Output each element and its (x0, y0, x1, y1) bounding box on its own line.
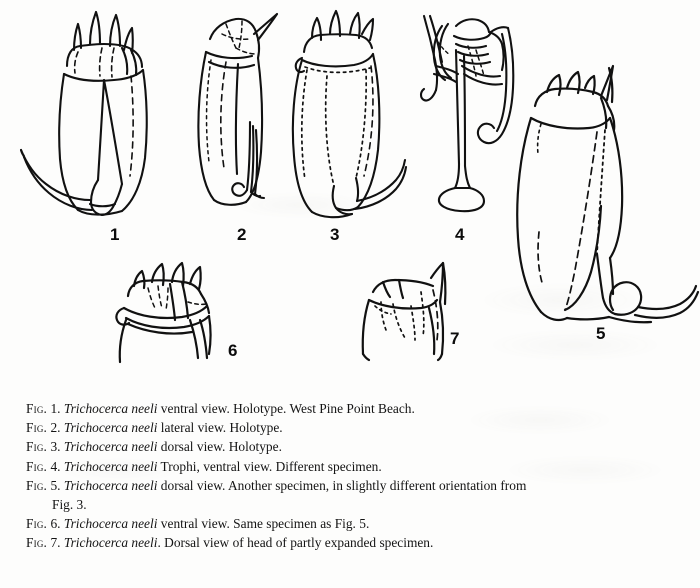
caption-line-2: Fig. 2. Trichocerca neeli lateral view. … (26, 418, 674, 437)
figure-1-label: 1 (110, 225, 120, 244)
figure-6-label: 6 (228, 341, 238, 360)
figure-2-drawing (192, 4, 302, 229)
caption-6-text: ventral view. Same specimen as Fig. 5. (157, 516, 370, 532)
caption-1-species: Trichocerca neeli (63, 401, 158, 416)
figure-7-drawing (355, 258, 470, 363)
caption-5-species: Trichocerca neeli (63, 477, 158, 493)
caption-2-species: Trichocerca neeli (63, 420, 158, 436)
caption-2-number: 2. (50, 420, 61, 436)
caption-1-tag: Fig. (26, 401, 48, 416)
figure-5-drawing (505, 58, 700, 348)
caption-3-species: Trichocerca neeli (63, 439, 158, 455)
caption-line-4: Fig. 4. Trichocerca neeli Trophi, ventra… (26, 457, 674, 476)
caption-5-number: 5. (50, 477, 61, 493)
figure-1-drawing (18, 4, 178, 229)
caption-7-number: 7. (50, 535, 61, 551)
caption-line-7: Fig. 7. Trichocerca neeli. Dorsal view o… (26, 533, 674, 552)
figure-4-drawing (408, 4, 523, 229)
caption-3-number: 3. (50, 439, 61, 455)
figure-drawings-area: 1 (18, 4, 700, 364)
caption-2-tag: Fig. (26, 420, 48, 436)
figure-6-drawing (112, 258, 232, 364)
caption-7-tag: Fig. (26, 535, 48, 551)
figure-3-drawing (278, 4, 408, 229)
caption-3-text: dorsal view. Holotype. (157, 439, 282, 455)
caption-4-number: 4. (50, 458, 61, 474)
caption-3-tag: Fig. (26, 439, 48, 455)
caption-line-5: Fig. 5. Trichocerca neeli dorsal view. A… (26, 476, 674, 495)
caption-6-tag: Fig. (26, 516, 48, 532)
figure-4-label: 4 (455, 225, 465, 244)
figure-7-label: 7 (450, 329, 460, 348)
figure-5-label: 5 (596, 324, 606, 343)
caption-4-tag: Fig. (26, 458, 48, 474)
figure-2-label: 2 (237, 225, 247, 244)
caption-line-5-continuation: Fig. 3. (52, 497, 87, 513)
caption-4-text: Trophi, ventral view. Different specimen… (157, 458, 382, 474)
caption-2-text: lateral view. Holotype. (157, 420, 283, 436)
caption-6-species: Trichocerca neeli (63, 516, 158, 532)
caption-5-text: dorsal view. Another specimen, in slight… (157, 477, 527, 493)
figure-3-label: 3 (330, 225, 340, 244)
caption-6-number: 6. (50, 516, 61, 532)
caption-line-3: Fig. 3. Trichocerca neeli dorsal view. H… (26, 437, 674, 456)
caption-7-species: Trichocerca neeli (63, 535, 158, 551)
caption-line-1: Fig. 1. Trichocerca neeli ventral view. … (26, 399, 674, 418)
caption-1-text: ventral view. Holotype. West Pine Point … (157, 401, 415, 416)
caption-1-number: 1. (50, 401, 61, 416)
figure-captions: Fig. 1. Trichocerca neeli ventral view. … (26, 399, 674, 553)
caption-4-species: Trichocerca neeli (63, 458, 158, 474)
caption-line-6: Fig. 6. Trichocerca neeli ventral view. … (26, 514, 674, 533)
caption-5-tag: Fig. (26, 477, 48, 493)
caption-7-text: . Dorsal view of head of partly expanded… (157, 535, 434, 551)
